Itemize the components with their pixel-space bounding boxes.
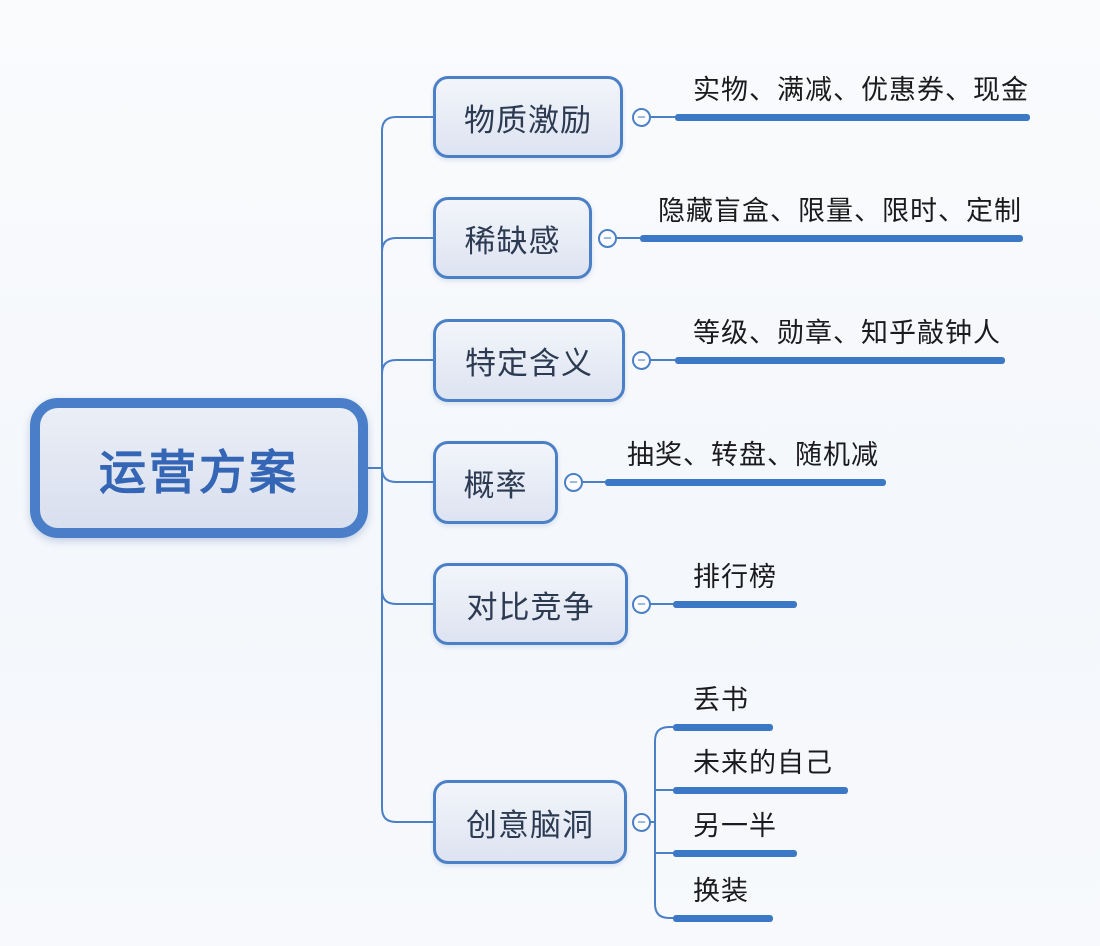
leaf-label-other-half[interactable]: 另一半 [693, 811, 777, 841]
branch-node-specific-meaning[interactable]: 特定含义 [433, 319, 625, 402]
leaf-underline [673, 724, 773, 731]
branch-node-label: 特定含义 [465, 346, 593, 381]
leaf-label-material-incentive[interactable]: 实物、满减、优惠券、现金 [693, 75, 1029, 105]
branch-node-competition[interactable]: 对比竞争 [433, 563, 628, 645]
collapse-toggle-material-incentive[interactable]: − [632, 108, 651, 127]
root-node-operations-plan[interactable]: 运营方案 [30, 398, 368, 538]
leaf-underline [673, 850, 797, 857]
leaf-underline [673, 787, 848, 794]
minus-collapse-icon: − [637, 109, 646, 126]
leaf-underline [640, 235, 1023, 242]
branch-node-label: 物质激励 [464, 102, 592, 138]
leaf-label-future-self[interactable]: 未来的自己 [693, 748, 833, 778]
branch-node-probability[interactable]: 概率 [433, 441, 558, 524]
leaf-label-book-drop[interactable]: 丢书 [693, 685, 749, 715]
branch-node-label: 对比竞争 [466, 589, 595, 625]
branch-node-label: 创意脑洞 [466, 807, 594, 843]
collapse-toggle-scarcity[interactable]: − [598, 229, 617, 248]
collapse-toggle-specific-meaning[interactable]: − [632, 351, 651, 370]
collapse-toggle-creative-ideas[interactable]: − [632, 813, 651, 832]
minus-collapse-icon: − [637, 814, 646, 831]
leaf-underline [673, 915, 773, 922]
minus-collapse-icon: − [637, 596, 646, 613]
branch-node-label: 概率 [463, 468, 528, 503]
leaf-underline [673, 601, 797, 608]
branch-node-creative-ideas[interactable]: 创意脑洞 [433, 780, 627, 864]
branch-node-material-incentive[interactable]: 物质激励 [433, 76, 623, 158]
leaf-label-costume-change[interactable]: 换装 [693, 876, 749, 906]
leaf-underline [605, 479, 886, 486]
leaf-label-competition[interactable]: 排行榜 [693, 562, 777, 592]
minus-collapse-icon: − [603, 230, 612, 247]
minus-collapse-icon: − [569, 474, 578, 491]
leaf-label-scarcity[interactable]: 隐藏盲盒、限量、限时、定制 [658, 196, 1022, 226]
collapse-toggle-competition[interactable]: − [632, 595, 651, 614]
branch-node-scarcity[interactable]: 稀缺感 [433, 197, 592, 279]
branch-node-label: 稀缺感 [464, 223, 561, 259]
leaf-label-specific-meaning[interactable]: 等级、勋章、知乎敲钟人 [693, 318, 1001, 348]
collapse-toggle-probability[interactable]: − [564, 473, 583, 492]
leaf-underline [675, 114, 1030, 121]
leaf-underline [675, 357, 1005, 364]
leaf-label-probability[interactable]: 抽奖、转盘、随机减 [627, 440, 879, 470]
root-node-label: 运营方案 [99, 445, 299, 499]
minus-collapse-icon: − [637, 352, 646, 369]
